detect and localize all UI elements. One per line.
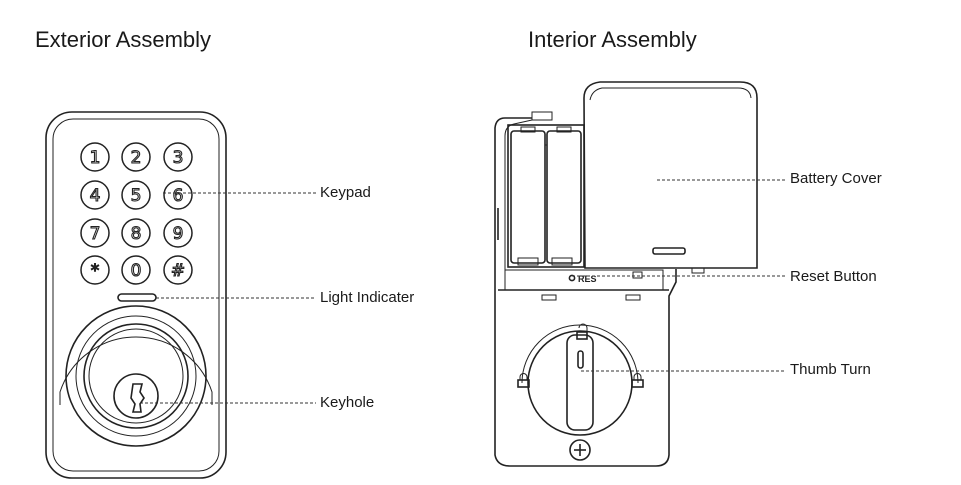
keyhole-housing: [59, 305, 213, 447]
thumb-turn: [566, 334, 594, 431]
reset-button: [568, 274, 576, 282]
keypad-key-1[interactable]: [80, 142, 110, 172]
keypad-key-4[interactable]: [80, 180, 110, 210]
thumb-turn-label: Thumb Turn: [790, 361, 871, 378]
keypad-key-3[interactable]: [163, 142, 193, 172]
screw-icon: [569, 439, 591, 461]
battery-2: [546, 130, 582, 264]
keypad-key-star[interactable]: [80, 255, 110, 285]
keypad-key-label-2: 2: [131, 148, 142, 168]
keypad-key-label-4: 4: [90, 186, 101, 206]
light-indicater-label: Light Indicater: [320, 289, 415, 306]
battery-1: [510, 130, 546, 264]
keypad-key-label-hash: #: [171, 261, 185, 281]
unlock-icon: [576, 331, 588, 340]
keyhole-icon: [130, 383, 145, 413]
keypad-key-label-6: 6: [173, 186, 184, 206]
keypad-key-5[interactable]: [121, 180, 151, 210]
keypad-label: Keypad: [320, 184, 371, 201]
keypad-key-label-5: 5: [131, 186, 142, 206]
keypad-key-7[interactable]: [80, 218, 110, 248]
light-indicator: [117, 293, 157, 302]
lock-icon-left: [517, 379, 530, 388]
battery-cover: [583, 81, 758, 274]
keypad-key-8[interactable]: [121, 218, 151, 248]
keypad-key-label-7: 7: [90, 224, 101, 244]
exterior-lock-body: [45, 111, 227, 479]
keypad-key-label-1: 1: [90, 148, 101, 168]
keypad-key-9[interactable]: [163, 218, 193, 248]
keypad-key-label-star: *: [91, 261, 100, 281]
reset-button-label: Reset Button: [790, 268, 877, 285]
keypad-key-label-9: 9: [173, 224, 184, 244]
thumb-turn-assembly: [517, 323, 644, 461]
keypad-key-2[interactable]: [121, 142, 151, 172]
lock-icon-right: [631, 379, 644, 388]
reset-strip: RES: [504, 269, 664, 301]
keypad-key-6[interactable]: [163, 180, 193, 210]
keyhole-label: Keyhole: [320, 394, 375, 411]
keypad-key-hash[interactable]: [163, 255, 193, 285]
interior-back-plate: [494, 111, 677, 467]
res-label: RES: [578, 274, 597, 284]
keypad-key-label-3: 3: [173, 148, 184, 168]
exterior-assembly-title: Exterior Assembly: [35, 27, 212, 52]
keypad: 1 2 3 4 5 6 7 8 9 * 0 #: [80, 142, 193, 285]
battery-cover-label: Battery Cover: [790, 170, 882, 187]
interior-assembly-title: Interior Assembly: [528, 27, 697, 52]
battery-compartment: [507, 124, 585, 268]
keypad-key-0[interactable]: [121, 255, 151, 285]
keypad-key-label-0: 0: [131, 261, 142, 281]
keypad-key-label-8: 8: [131, 224, 142, 244]
